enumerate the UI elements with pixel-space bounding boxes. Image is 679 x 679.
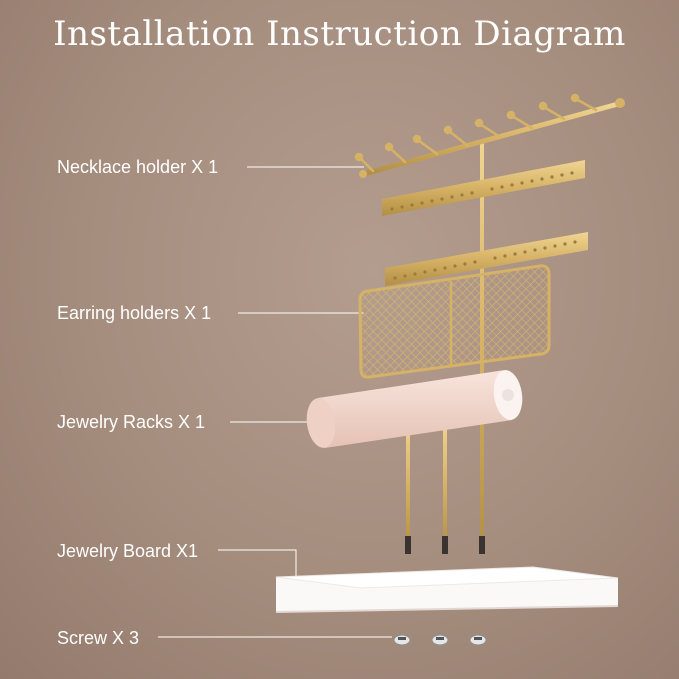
screw-label: Screw X 3 (57, 628, 140, 648)
earring-bar-top (382, 160, 585, 216)
leader-lines (158, 166, 392, 638)
earring-bar-bottom (385, 232, 588, 286)
necklace-holder-label: Necklace holder X 1 (57, 157, 219, 177)
jewelry-board (275, 566, 619, 613)
screw-icon (393, 634, 411, 646)
screw-icon (469, 634, 487, 646)
jewelry-board-label: Jewelry Board X1 (57, 541, 199, 561)
screw-icon (431, 634, 449, 646)
diagram-title: Installation Instruction Diagram (53, 14, 626, 54)
jewelry-roller (306, 370, 523, 448)
mesh-earring-holder (358, 264, 551, 379)
jewelry-racks-label: Jewelry Racks X 1 (57, 412, 206, 432)
necklace-holder (354, 93, 625, 178)
board-leader-line (218, 549, 297, 588)
earring-holders-label: Earring holders X 1 (57, 303, 212, 323)
screws (393, 634, 487, 646)
